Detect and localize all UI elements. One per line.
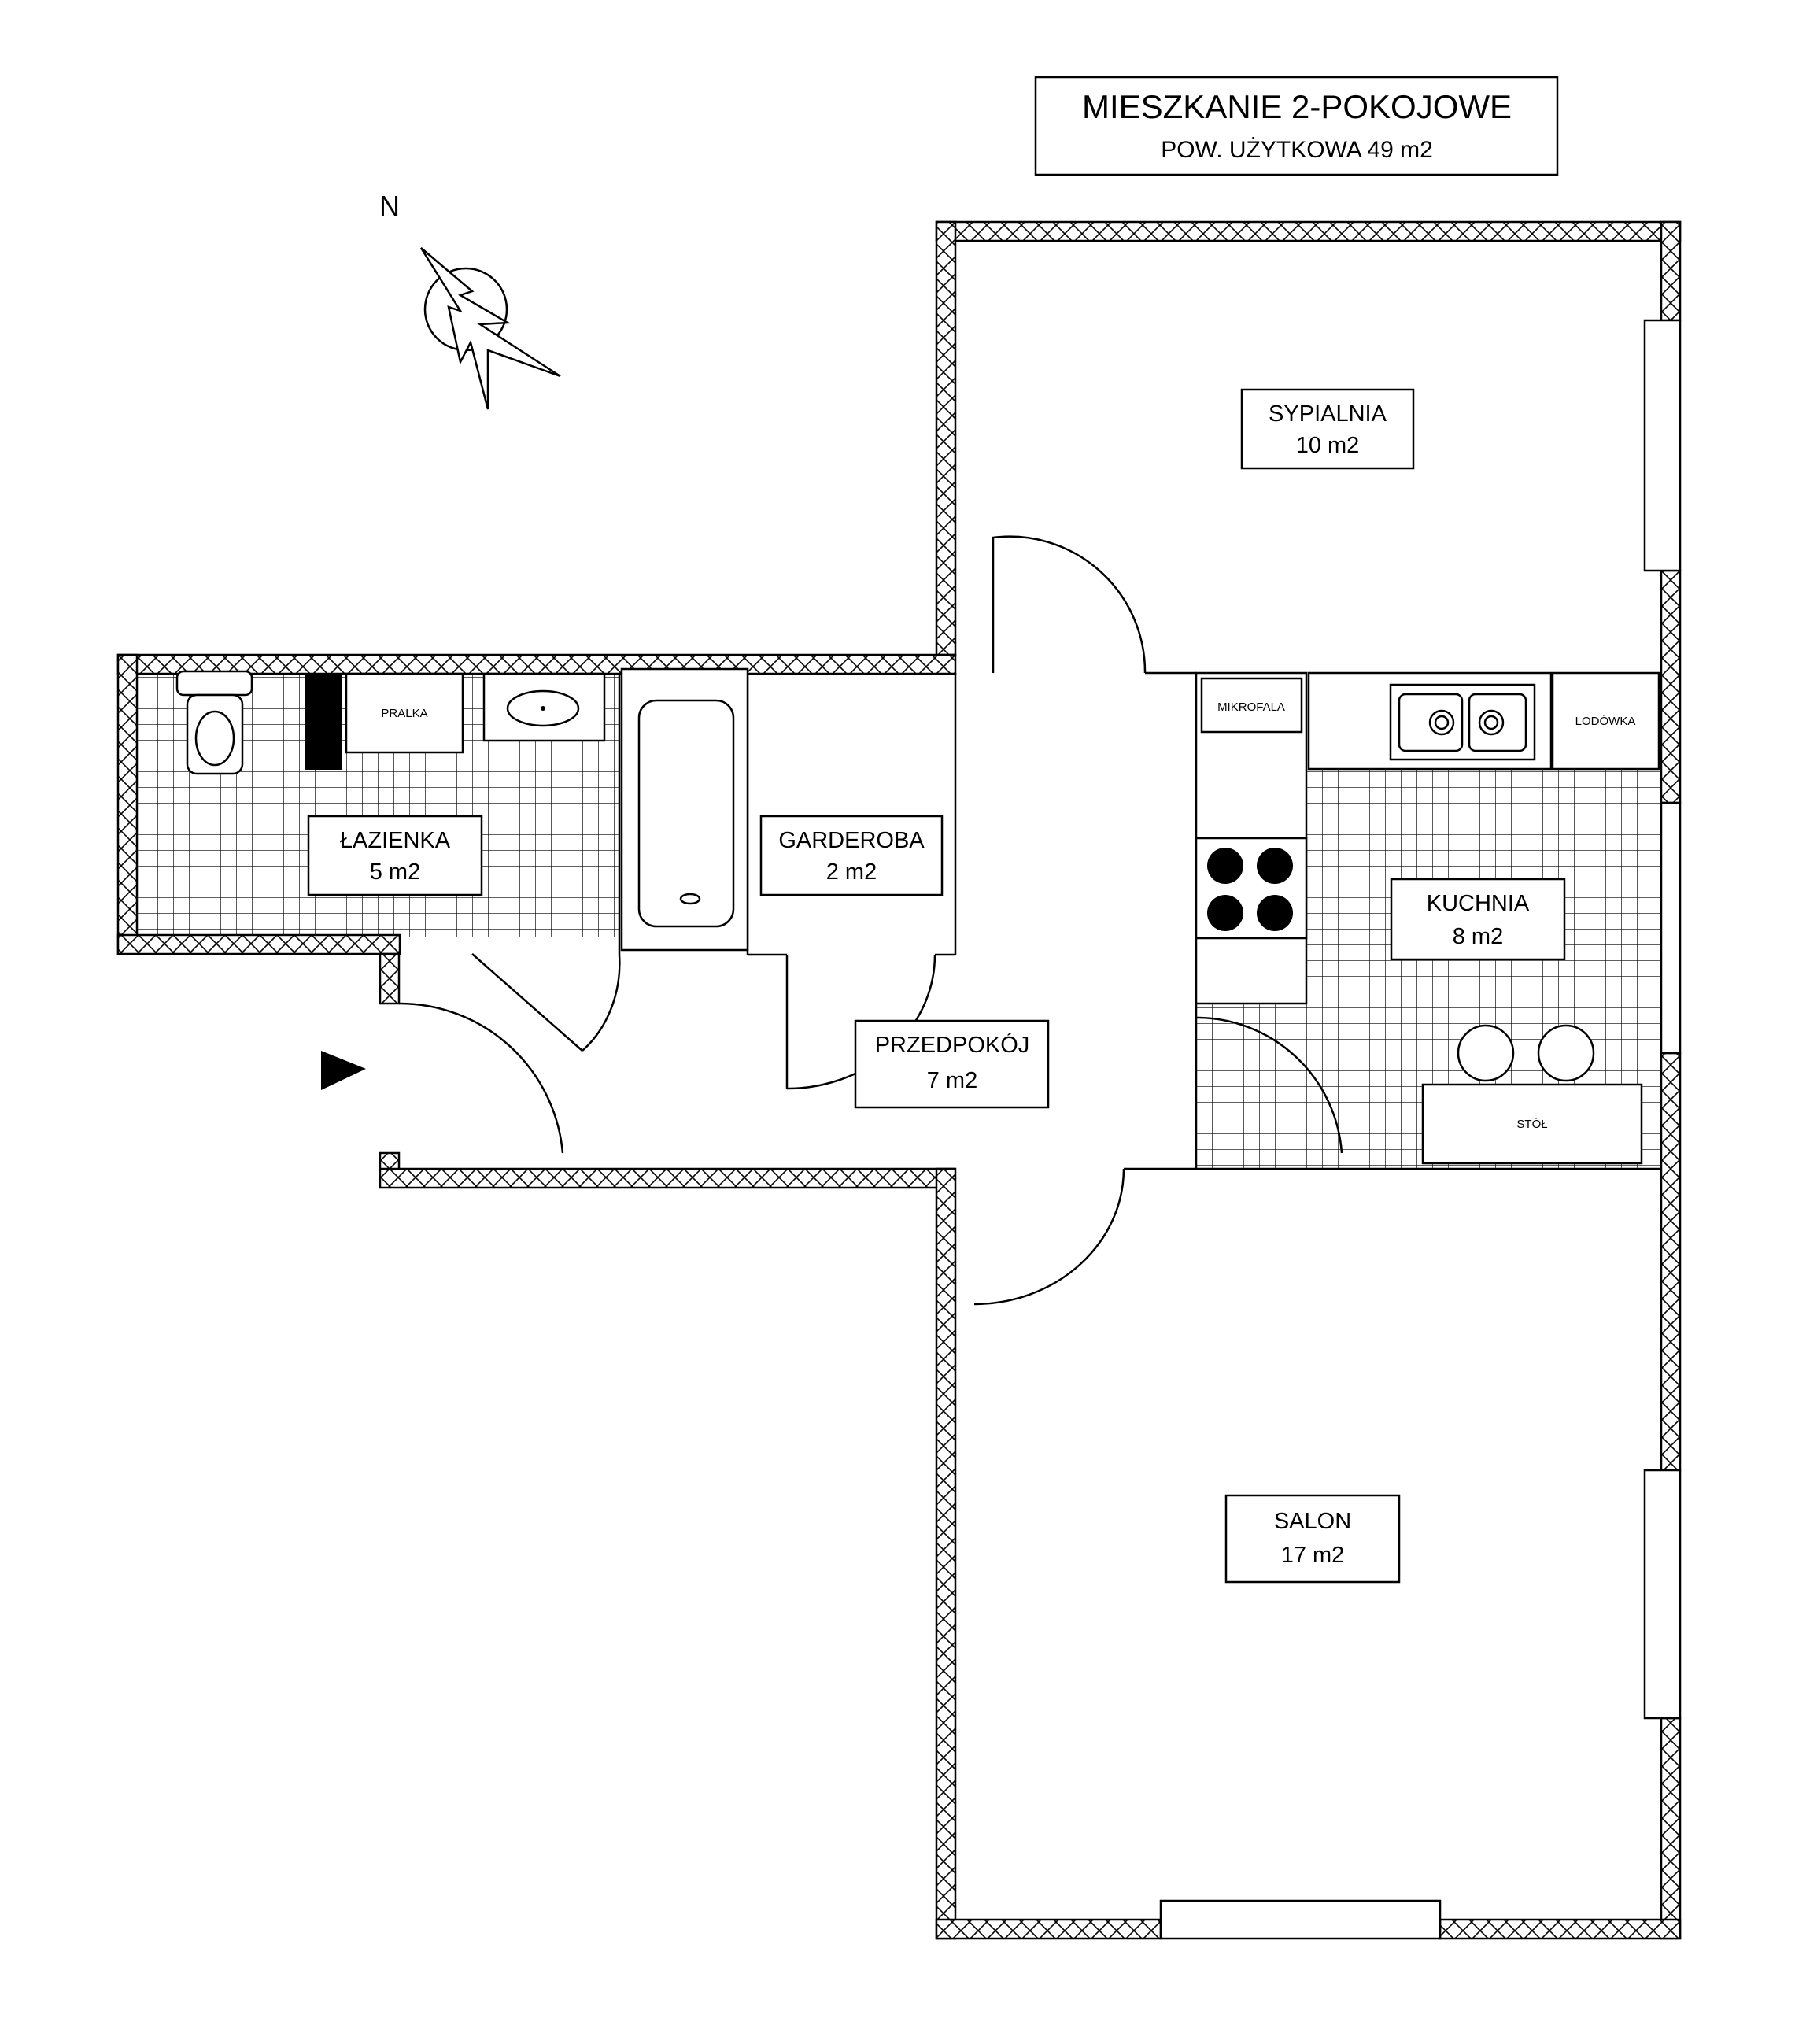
lodowka-label: LODÓWKA (1575, 715, 1636, 728)
door-salon (973, 1168, 1125, 1306)
plan-subtitle: POW. UŻYTKOWA 49 m2 (1161, 137, 1433, 163)
door-bathroom (582, 954, 621, 1052)
room-area-przedpokoj: 7 m2 (927, 1068, 977, 1093)
mikrofala-label: MIKROFALA (1217, 700, 1285, 714)
room-name-garderoba: GARDEROBA (778, 828, 925, 853)
doors (398, 535, 1343, 1306)
room-label-lazienka: ŁAZIENKA 5 m2 (307, 815, 483, 896)
room-label-kuchnia: KUCHNIA 8 m2 (1390, 878, 1566, 961)
room-name-salon: SALON (1274, 1509, 1351, 1534)
washing-machine: PRALKA (345, 672, 464, 754)
fridge: LODÓWKA (1551, 671, 1660, 771)
window-bedroom (1643, 319, 1682, 572)
room-label-salon: SALON 17 m2 (1224, 1494, 1401, 1584)
dining-set: STÓŁ (1421, 1024, 1643, 1165)
windows (1159, 319, 1682, 1940)
window-salon-bottom (1159, 1899, 1442, 1940)
microwave: MIKROFALA (1200, 677, 1303, 734)
room-name-kuchnia: KUCHNIA (1427, 891, 1530, 916)
washbasin (482, 672, 606, 742)
towel-radiator (305, 674, 342, 770)
plan-title: MIESZKANIE 2-POKOJOWE (1082, 88, 1512, 125)
bathtub (620, 667, 749, 952)
compass: N (379, 190, 561, 410)
compass-arrow-icon (419, 247, 561, 410)
double-sink (1389, 683, 1536, 761)
room-area-garderoba: 2 m2 (826, 859, 877, 885)
window-salon-side (1643, 1469, 1682, 1720)
window-kitchen (1660, 801, 1682, 1055)
toilet (175, 670, 253, 775)
room-name-przedpokoj: PRZEDPOKÓJ (875, 1032, 1030, 1058)
room-name-sypialnia: SYPIALNIA (1269, 401, 1387, 427)
pralka-label: PRALKA (381, 707, 427, 720)
compass-letter: N (379, 190, 400, 222)
room-label-sypialnia: SYPIALNIA 10 m2 (1240, 388, 1415, 470)
room-area-salon: 17 m2 (1281, 1543, 1345, 1568)
room-label-garderoba: GARDEROBA 2 m2 (759, 815, 944, 896)
stol-label: STÓŁ (1516, 1118, 1547, 1131)
room-area-sypialnia: 10 m2 (1296, 433, 1360, 458)
room-area-lazienka: 5 m2 (370, 859, 420, 885)
entrance-arrow-icon (321, 1051, 366, 1090)
room-label-przedpokoj: PRZEDPOKÓJ 7 m2 (854, 1019, 1050, 1109)
room-area-kuchnia: 8 m2 (1453, 924, 1503, 949)
door-kitchen (1195, 1016, 1343, 1154)
door-entrance (398, 1002, 564, 1154)
room-name-lazienka: ŁAZIENKA (340, 828, 451, 853)
door-bedroom (992, 535, 1147, 674)
stove (1195, 837, 1308, 940)
title-block: MIESZKANIE 2-POKOJOWE POW. UŻYTKOWA 49 m… (1034, 76, 1559, 176)
